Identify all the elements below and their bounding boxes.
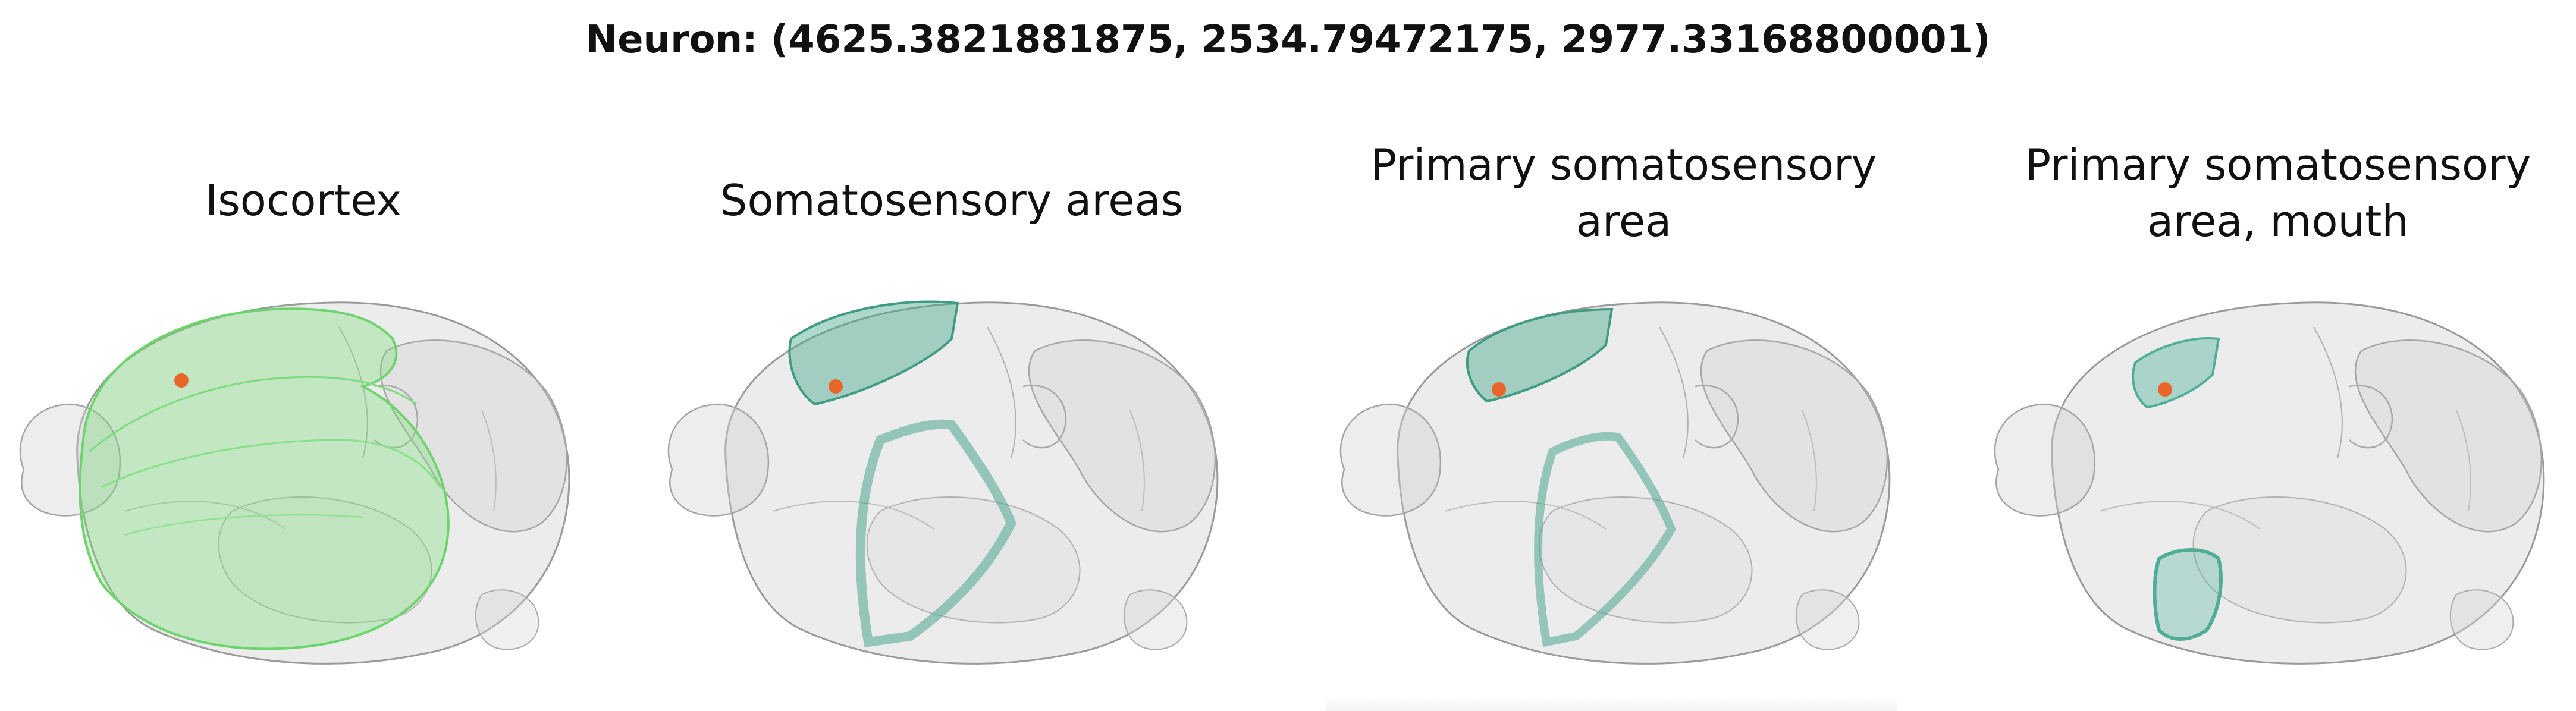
panel-label-line1: Primary somatosensory	[1370, 140, 1877, 190]
panel-primary-somatosensory-area: Primary somatosensory area	[1326, 125, 1921, 696]
bottom-shadow	[1326, 698, 1897, 711]
panel-label: Somatosensory areas	[720, 175, 1184, 225]
panel-label-line2: area, mouth	[2147, 196, 2409, 246]
neuron-marker	[174, 373, 189, 388]
panel-label-line1: Primary somatosensory	[2025, 140, 2531, 190]
brain-render-isocortex	[19, 301, 570, 665]
primary-somatosensory-lateral-band	[1534, 432, 1676, 647]
neuron-marker	[829, 379, 843, 394]
mouth-lateral-region	[2153, 548, 2223, 641]
panel-label: Isocortex	[205, 175, 401, 225]
somatosensory-dorsal-region	[788, 300, 959, 406]
panel-primary-somatosensory-area-mouth: Primary somatosensory area, mouth	[1981, 125, 2575, 696]
figure-title: Neuron: (4625.3821881875, 2534.79472175,…	[585, 18, 1991, 62]
brain-render-somatosensory-areas	[667, 300, 1219, 665]
brain-render-primary-somatosensory-area	[1339, 301, 1891, 665]
mouth-dorsal-region	[2132, 337, 2220, 409]
isocortex-region	[79, 307, 450, 650]
neuron-marker	[1492, 382, 1506, 397]
neuron-marker	[2158, 382, 2172, 397]
panel-somatosensory-areas: Somatosensory areas	[654, 125, 1249, 696]
brain-render-primary-somatosensory-area-mouth	[1994, 301, 2545, 665]
panel-isocortex: Isocortex	[6, 125, 601, 696]
primary-somatosensory-dorsal-region	[1466, 307, 1614, 403]
panel-label-line2: area	[1576, 196, 1672, 246]
somatosensory-lateral-band	[855, 419, 1016, 648]
